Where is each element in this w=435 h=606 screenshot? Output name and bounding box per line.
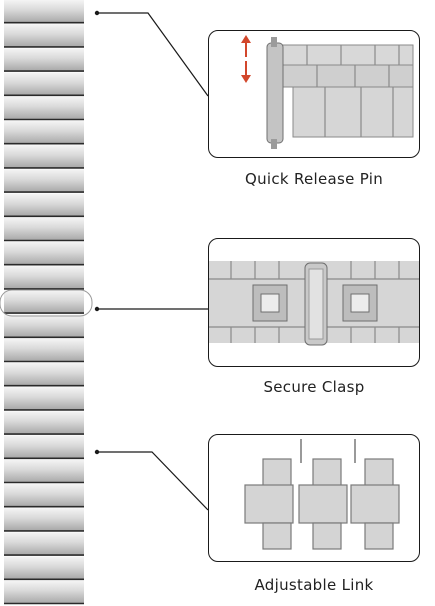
strap-link: [4, 387, 84, 410]
strap-link: [4, 314, 84, 337]
adjustable-link-photo: [244, 439, 400, 550]
quick-release-pin-panel: [208, 30, 420, 158]
strap-link: [4, 72, 84, 95]
secure-clasp-photo: [209, 261, 419, 346]
strap-link: [4, 242, 84, 265]
adjustable-link-panel: [208, 434, 420, 562]
strap-link: [4, 411, 84, 434]
strap-link: [4, 338, 84, 361]
strap-link: [4, 266, 84, 289]
strap-link: [4, 556, 84, 579]
watch-band-strap: [0, 0, 93, 605]
strap-link: [4, 435, 84, 458]
strap-link: [4, 459, 84, 482]
strap-link: [4, 193, 84, 216]
strap-link: [4, 290, 84, 313]
secure-clasp-panel: [208, 238, 420, 367]
strap-link: [4, 24, 84, 47]
strap-link: [4, 0, 84, 23]
strap-link: [4, 48, 84, 71]
strap-link: [4, 484, 84, 507]
callout-line-pin: [97, 12, 209, 97]
strap-link: [4, 508, 84, 531]
adjustable-link-caption: Adjustable Link: [254, 576, 374, 594]
strap-link: [4, 580, 84, 603]
strap-link: [4, 169, 84, 192]
strap-clasp-outline: [0, 289, 93, 317]
strap-link: [4, 363, 84, 386]
strap-link: [4, 121, 84, 144]
strap-link: [4, 217, 84, 240]
quick-release-pin-caption: Quick Release Pin: [244, 170, 384, 188]
callout-line-link: [97, 451, 209, 511]
strap-link: [4, 145, 84, 168]
strap-link: [4, 532, 84, 555]
secure-clasp-caption: Secure Clasp: [263, 378, 365, 396]
strap-link: [4, 96, 84, 119]
quick-release-pin-photo: [241, 35, 414, 149]
